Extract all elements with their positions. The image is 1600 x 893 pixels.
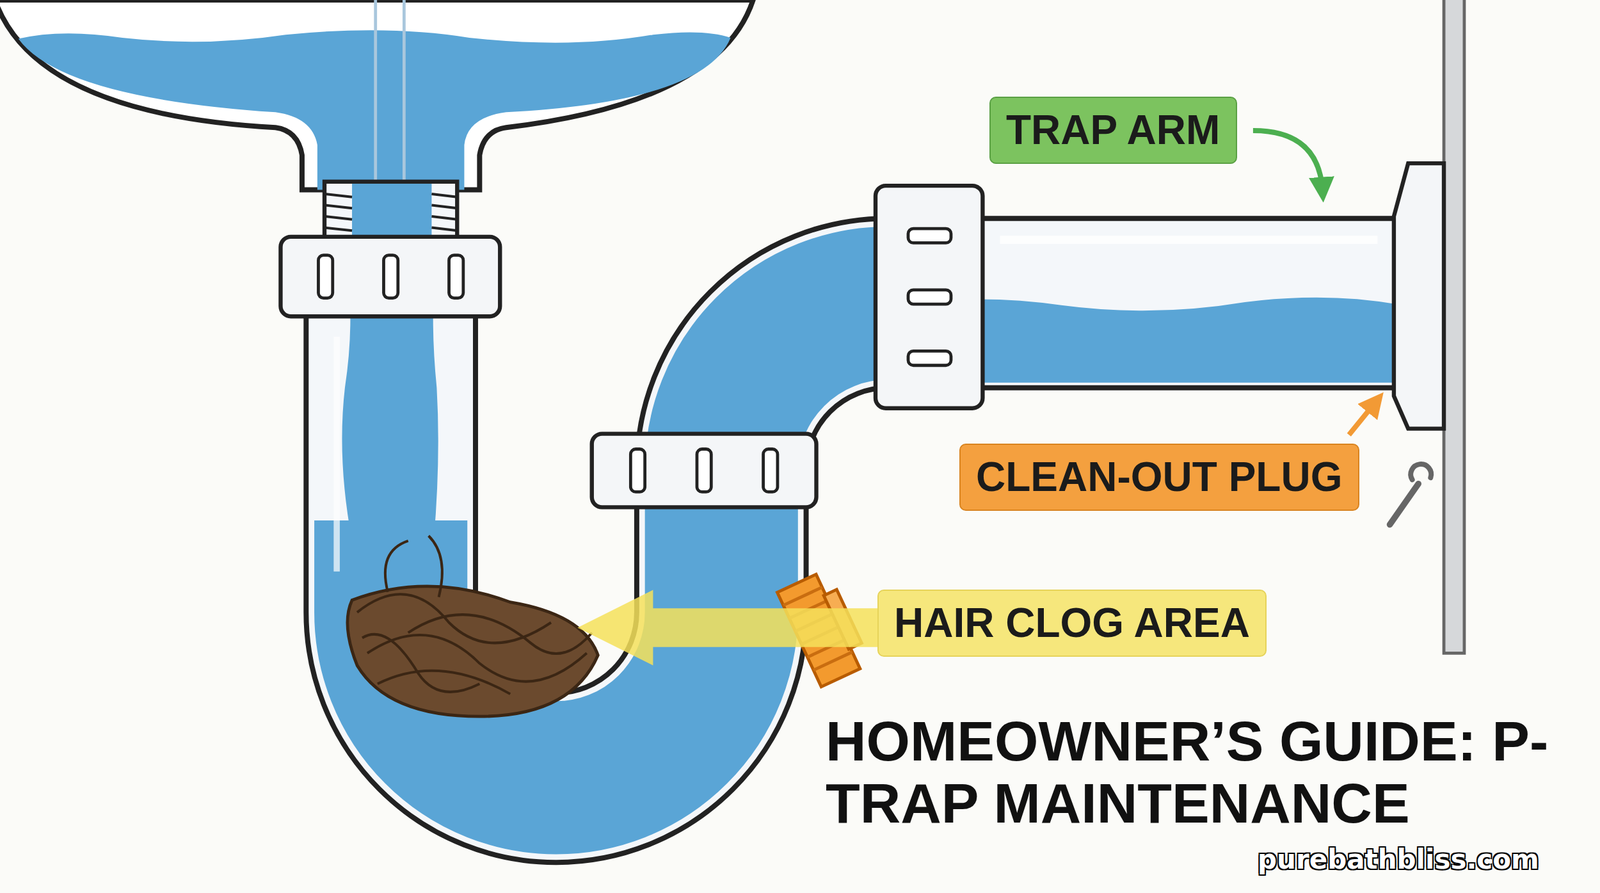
callout-text: TRAP ARM (1006, 105, 1221, 155)
thread-lines (324, 193, 457, 231)
callout-text: HAIR CLOG AREA (894, 598, 1250, 648)
guide-title: HOMEOWNER’S GUIDE: P-TRAP MAINTENANCE (825, 710, 1581, 835)
callout-arrow (577, 589, 886, 665)
stopper-rod (402, 0, 406, 191)
stopper-rod (373, 0, 377, 191)
pipe-highlight (1000, 235, 1378, 244)
callout-arrow (1349, 401, 1376, 435)
callout-arrow (1253, 130, 1323, 190)
wall (1443, 0, 1465, 653)
slip-nut (280, 236, 500, 317)
callout-label: CLEAN-OUT PLUG (959, 443, 1360, 511)
sink-basin (0, 0, 754, 191)
drain-water (352, 183, 432, 241)
slip-nut (592, 433, 817, 508)
callout-label: HAIR CLOG AREA (877, 589, 1267, 657)
hair-clog (347, 535, 598, 717)
wrench-icon (1390, 464, 1432, 525)
slip-nut (875, 185, 983, 409)
watermark: purebathbliss.com (1257, 843, 1540, 876)
wall-flange (1393, 163, 1444, 429)
callout-label: TRAP ARM (989, 96, 1238, 164)
pipe-highlight (333, 336, 340, 572)
drain-thread (324, 181, 457, 244)
callout-text: CLEAN-OUT PLUG (976, 452, 1343, 502)
